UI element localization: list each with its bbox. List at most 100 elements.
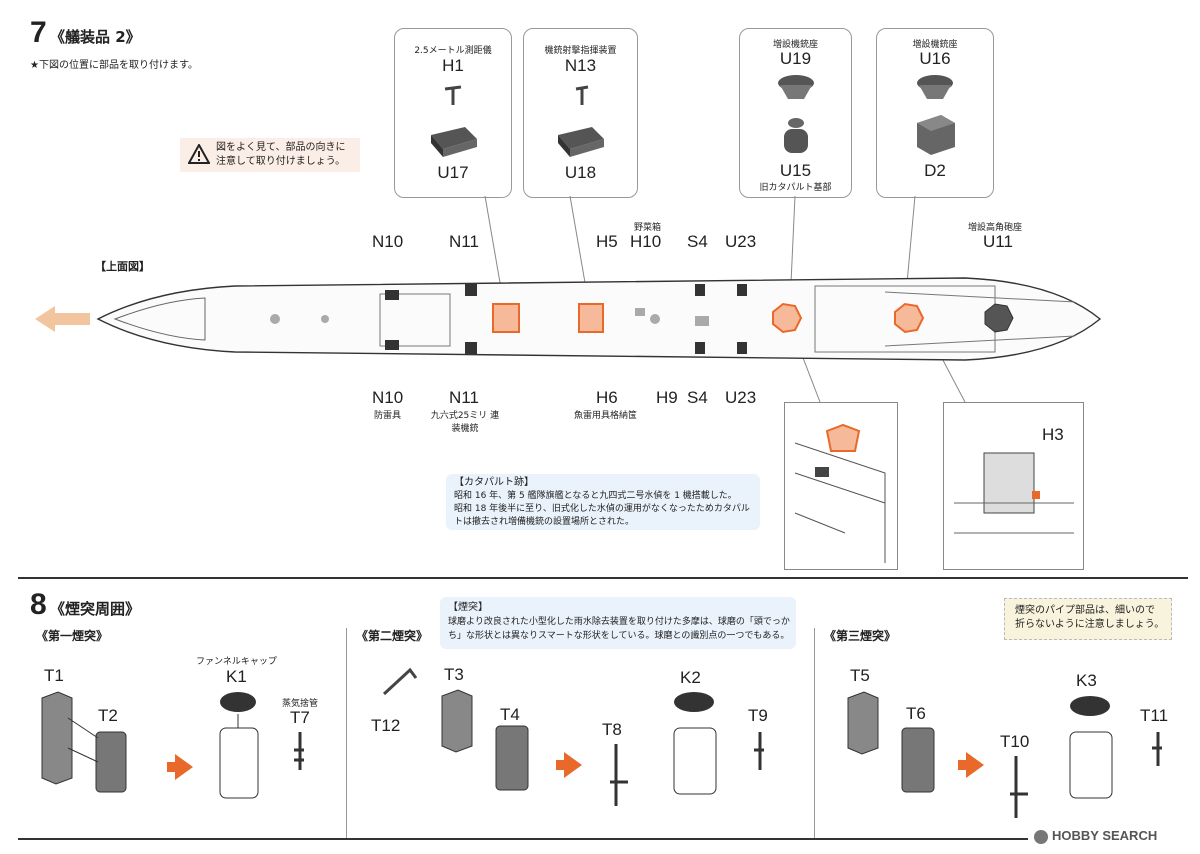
label-u23-bottom: U23 [725, 388, 757, 407]
section-divider [18, 577, 1188, 579]
label-n10-bottom: N10 [372, 388, 404, 407]
part-label: U16 [919, 49, 951, 68]
funnel1-halves-drawing [41, 691, 127, 793]
part-t8: T8 [602, 720, 622, 739]
funnel3-pipe-drawing [1010, 756, 1028, 818]
warning-box: 図をよく見て、部品の向きに 注意して取り付けましょう。 [180, 138, 360, 172]
ship-top-view [96, 277, 1102, 361]
part-t2: T2 [98, 706, 118, 725]
part-k1: K1 [226, 667, 247, 686]
catapult-note-title: 【カタパルト跡】 [454, 477, 534, 488]
detail-catapult-area [784, 402, 898, 570]
detail-drawing [794, 423, 886, 563]
bow-direction-arrow [35, 306, 90, 332]
label-h10: H10 [630, 232, 662, 251]
label-h3: H3 [1042, 425, 1064, 444]
callout-caption: 増設機銃座 [772, 40, 818, 50]
part-t7: T7 [290, 708, 310, 727]
pipe-note-line2: 折らないように注意しましょう。 [1015, 619, 1165, 630]
catapult-note-line: トは撤去され増備機銃の設置場所とされた。 [454, 517, 635, 527]
director-part-icon [575, 85, 589, 105]
funnel2-steam-pipe-drawing [754, 732, 764, 770]
warning-line1: 図をよく見て、部品の向きに [216, 142, 346, 153]
rangefinder-part-icon [444, 85, 462, 105]
part-label: H1 [442, 56, 464, 75]
step7-title: 《艤装品 2》 [50, 28, 141, 46]
label-h10-caption: 野菜箱 [634, 223, 662, 233]
callout-bottom-caption: 旧カタパルト基部 [759, 183, 832, 193]
part-t6: T6 [906, 704, 926, 723]
callout-u16-d2: 増設機銃座 U16 D2 [876, 28, 994, 198]
part-label: U19 [779, 49, 812, 68]
label-u11: U11 [983, 232, 1013, 251]
part-t4: T4 [500, 705, 520, 724]
label-s4-top: S4 [687, 232, 708, 251]
label-n11-bottom: N11 [449, 388, 479, 407]
watermark: HOBBY SEARCH [1034, 828, 1157, 844]
callout-u19-u15: 増設機銃座 U19 U15 旧カタパルト基部 [739, 28, 852, 198]
platform-part-icon [431, 127, 477, 157]
platform-part-icon [558, 127, 604, 157]
pipe-note-line1: 煙突のパイプ部品は、細いので [1015, 605, 1155, 616]
label-n11-top: N11 [449, 232, 479, 251]
funnel2-assembled-drawing [673, 692, 717, 795]
callout-caption: 2.5メートル測距儀 [414, 46, 492, 56]
funnel-note-line1: 球磨より改良された小型化した雨水除去装置を取り付けた多摩は、球磨の「頭でっか [448, 617, 790, 627]
part-t10: T10 [1000, 732, 1030, 751]
assembly-arrow [958, 752, 984, 778]
step7-instruction: ★下図の位置に部品を取り付けます。 [30, 60, 198, 71]
funnel-note-title: 【煙突】 [448, 602, 488, 613]
label-n10-top: N10 [372, 232, 404, 251]
part-label: N13 [564, 56, 597, 75]
part-t5: T5 [850, 666, 870, 685]
funnel3-title: 《第三煙突》 [824, 629, 897, 643]
funnel3-assembled-drawing [1069, 696, 1113, 799]
funnel-note-line2: ち」な形状とは異なりスマートな形状をしている。球磨との識別点の一つでもある。 [448, 631, 790, 641]
part-label: U15 [779, 161, 812, 180]
cap-caption: ファンネルキャップ [196, 657, 277, 667]
top-view-label: 【上面図】 [95, 260, 150, 273]
part-t3: T3 [444, 665, 464, 684]
part-t11: T11 [1140, 706, 1169, 725]
callout-caption: 機銃射撃指揮装置 [544, 46, 617, 56]
label-h6: H6 [596, 388, 618, 407]
pipe-caution-note: 煙突のパイプ部品は、細いので 折らないように注意しましょう。 [1004, 598, 1172, 640]
detail-drawing [954, 452, 1074, 534]
steam-pipe-drawing [294, 732, 304, 770]
deck-house-part-icon [917, 115, 955, 155]
funnel2-title: 《第二煙突》 [356, 629, 429, 643]
label-h9: H9 [656, 388, 678, 407]
assembly-arrow [167, 754, 193, 780]
detail-h3-area: H3 [943, 402, 1084, 570]
label-h5: H5 [596, 232, 618, 251]
funnel2-extra-part-drawing [382, 667, 418, 696]
label-n11-caption: 九六式25ミリ 連装機銃 [430, 411, 500, 434]
step7-number: 7 [30, 16, 47, 49]
funnel2-pipe-drawing [610, 744, 628, 806]
part-k3: K3 [1076, 671, 1097, 690]
label-n10-caption: 防雷具 [374, 411, 402, 421]
catapult-note: 【カタパルト跡】 昭和 16 年、第 5 艦隊旗艦となると九四式二号水偵を 1 … [446, 474, 760, 530]
label-h6-caption: 魚雷用具格納筺 [574, 411, 638, 421]
gun-tub-part-icon [917, 75, 953, 99]
part-label: D2 [924, 161, 946, 180]
funnel3-steam-pipe-drawing [1152, 732, 1162, 766]
bottom-border [18, 838, 1028, 840]
assembly-arrow [556, 752, 582, 778]
callout-caption: 増設機銃座 [912, 40, 958, 50]
funnel1-assembled-drawing [219, 692, 259, 799]
funnel-note: 【煙突】 球磨より改良された小型化した雨水除去装置を取り付けた多摩は、球磨の「頭… [440, 597, 796, 649]
funnel3-halves-drawing [847, 691, 935, 793]
step8-number: 8 [30, 588, 47, 621]
watermark-text: HOBBY SEARCH [1052, 828, 1158, 843]
gun-tub-part-icon [778, 75, 814, 99]
catapult-note-line: 昭和 16 年、第 5 艦隊旗艦となると九四式二号水偵を 1 機搭載した。 [454, 491, 737, 501]
label-u11-caption: 増設高角砲座 [968, 223, 1023, 233]
label-u23-top: U23 [725, 232, 757, 251]
warning-icon [188, 144, 210, 164]
part-label: U17 [437, 163, 469, 182]
watermark-logo-icon [1034, 829, 1048, 844]
callout-h1-u17: 2.5メートル測距儀 H1 U17 [394, 28, 512, 198]
funnel-divider [346, 628, 347, 838]
funnel2-halves-drawing [441, 689, 529, 791]
